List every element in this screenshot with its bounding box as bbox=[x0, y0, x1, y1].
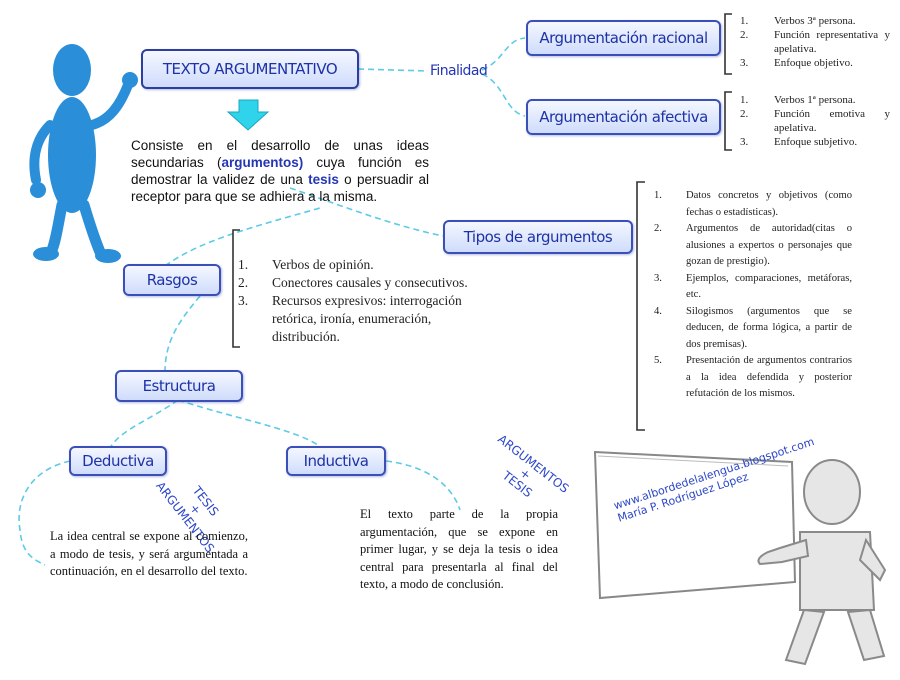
list-item: 3.Enfoque subjetivo. bbox=[740, 136, 858, 148]
intro-text-3: o persuadir al receptor para que se adhi… bbox=[131, 172, 429, 204]
list-item: 3.Recursos expresivos: interrogación ret… bbox=[238, 293, 462, 344]
grey-figure-icon bbox=[757, 459, 887, 666]
inductiva-label: Inductiva bbox=[303, 452, 369, 470]
afectiva-box: Argumentación afectiva bbox=[526, 99, 721, 135]
list-item: 2.Función emotiva y apelativa. bbox=[740, 108, 890, 134]
title-box: TEXTO ARGUMENTATIVO bbox=[141, 49, 359, 89]
list-item: 2.Función representativa y apelativa. bbox=[740, 29, 890, 55]
intro-text-2: cuya función es demostrar la validez de … bbox=[131, 155, 429, 187]
whiteboard-icon bbox=[593, 450, 797, 600]
inductiva-description: El texto parte de la propia argumentació… bbox=[360, 507, 558, 591]
bracket-tipos bbox=[636, 181, 645, 431]
rasgos-list: 1.Verbos de opinión. 2.Conectores causal… bbox=[238, 256, 500, 346]
tipos-box: Tipos de argumentos bbox=[443, 220, 633, 254]
bracket-racional bbox=[724, 13, 732, 75]
connector-intro-tipos bbox=[289, 187, 444, 237]
racional-label: Argumentación racional bbox=[539, 29, 708, 47]
connector-finalidad-afectiva bbox=[481, 73, 526, 117]
list-item: 2.Argumentos de autoridad(citas o alusio… bbox=[654, 223, 852, 267]
connector-estructura-deductiva bbox=[109, 399, 179, 449]
connector-estructura-inductiva bbox=[177, 399, 323, 449]
title-label: TEXTO ARGUMENTATIVO bbox=[162, 60, 338, 78]
intro-paragraph: Consiste en el desarrollo de unas ideas … bbox=[131, 137, 429, 205]
racional-box: Argumentación racional bbox=[526, 20, 721, 56]
connector-rasgos-estructura bbox=[164, 295, 201, 373]
list-item: 1.Datos concretos y objetivos (como fech… bbox=[654, 190, 852, 218]
intro-text-1: Consiste en el desarrollo de unas ideas … bbox=[131, 138, 429, 170]
tipos-label: Tipos de argumentos bbox=[463, 228, 613, 246]
list-item: 3.Enfoque objetivo. bbox=[740, 57, 853, 69]
bracket-afectiva bbox=[724, 91, 732, 151]
connector-finalidad-racional bbox=[481, 37, 526, 71]
down-arrow-icon bbox=[226, 99, 270, 131]
bracket-rasgos bbox=[232, 229, 240, 348]
connector-deductiva-desc bbox=[18, 460, 71, 566]
rasgos-box: Rasgos bbox=[123, 264, 221, 296]
connector-title-finalidad bbox=[357, 68, 429, 72]
deductiva-box: Deductiva bbox=[69, 446, 167, 476]
list-item: 1.Verbos 3ª persona. bbox=[740, 15, 856, 27]
list-item: 3.Ejemplos, comparaciones, metáforas, et… bbox=[654, 272, 852, 301]
afectiva-list: 1.Verbos 1ª persona. 2.Función emotiva y… bbox=[740, 93, 890, 149]
afectiva-label: Argumentación afectiva bbox=[539, 108, 708, 126]
estructura-box: Estructura bbox=[115, 370, 243, 402]
tipos-list: 1.Datos concretos y objetivos (como fech… bbox=[654, 188, 852, 403]
intro-tesis: tesis bbox=[308, 172, 339, 187]
list-item: 5.Presentación de argumentos contrarios … bbox=[654, 355, 852, 399]
intro-argumentos: argumentos) bbox=[221, 155, 304, 170]
list-item: 1.Verbos 1ª persona. bbox=[740, 94, 856, 106]
inductiva-box: Inductiva bbox=[286, 446, 386, 476]
deductiva-label: Deductiva bbox=[82, 452, 154, 470]
deductiva-description: La idea central se expone al comienzo, a… bbox=[50, 529, 248, 578]
list-item: 2.Conectores causales y consecutivos. bbox=[238, 275, 468, 290]
blue-figure-icon bbox=[29, 44, 138, 263]
finalidad-label: Finalidad bbox=[430, 63, 488, 79]
racional-list: 1.Verbos 3ª persona. 2.Función represent… bbox=[740, 14, 890, 70]
list-item: 4.Silogismos (argumentos que se deducen,… bbox=[654, 305, 852, 350]
connector-inductiva-desc bbox=[385, 460, 461, 511]
list-item: 1.Verbos de opinión. bbox=[238, 257, 374, 272]
estructura-label: Estructura bbox=[142, 377, 216, 395]
rasgos-label: Rasgos bbox=[146, 271, 198, 289]
